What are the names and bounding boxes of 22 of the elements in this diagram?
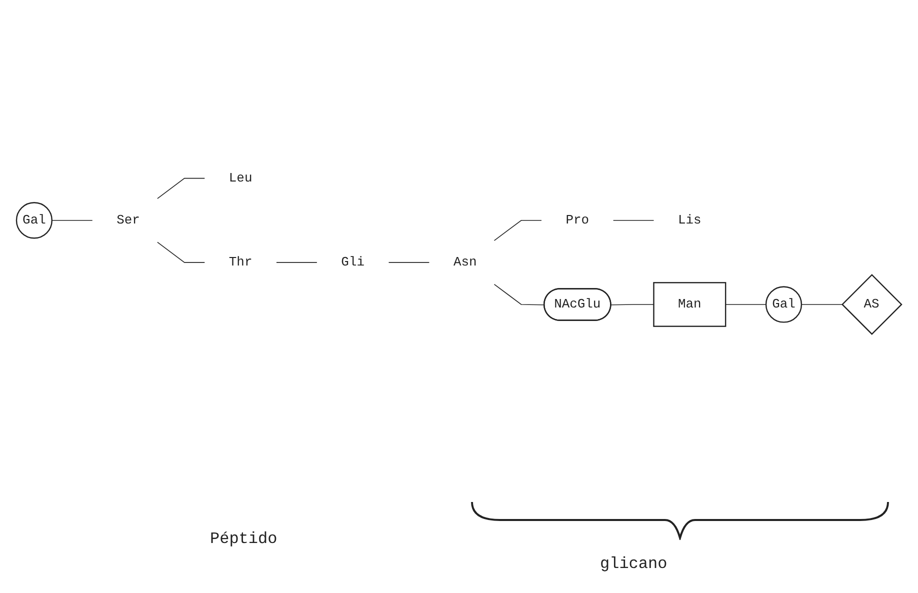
connector: [157, 242, 206, 263]
node-text: Pro: [566, 212, 590, 228]
connector: [725, 304, 766, 305]
node-text: Ser: [116, 212, 140, 228]
caption-label: Péptido: [210, 530, 278, 548]
node-diamond: AS: [841, 274, 902, 335]
node-text: Leu: [228, 170, 252, 186]
connector: [276, 262, 318, 263]
node-text: Asn: [453, 254, 477, 270]
node-text: Gli: [341, 254, 364, 270]
connector: [610, 304, 654, 306]
connector: [157, 178, 206, 199]
connector: [388, 262, 430, 263]
node-circle: Gal: [765, 286, 802, 323]
node-text: Lis: [678, 212, 702, 228]
node-text: Thr: [228, 254, 252, 270]
caption-label: glicano: [600, 555, 668, 573]
node-box: Man: [653, 282, 726, 327]
node-circle: Gal: [16, 202, 53, 238]
connector: [494, 284, 545, 306]
connector: [801, 304, 842, 305]
connector: [494, 220, 542, 241]
